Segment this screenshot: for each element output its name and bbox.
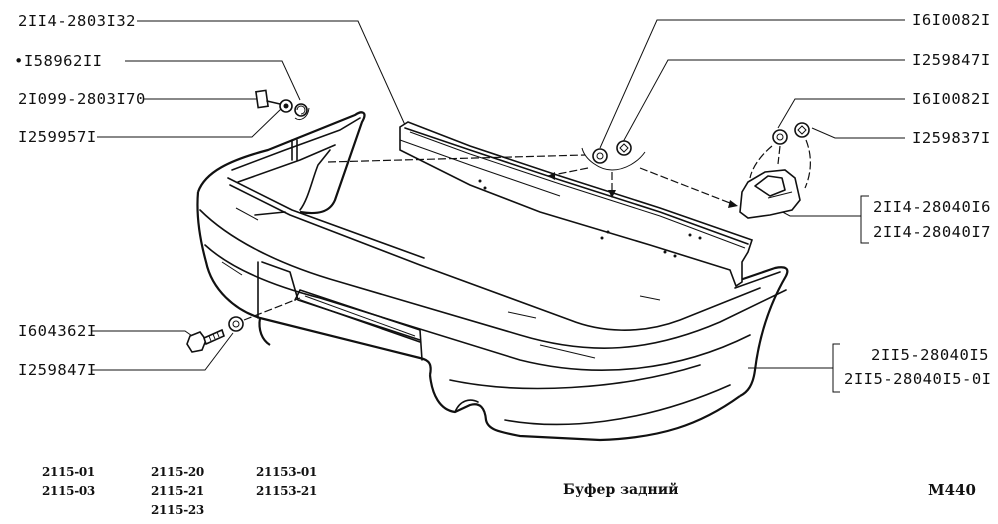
part-label-bolt: I604362I [18,322,97,340]
part-label-washer-lower: I259847I [18,361,97,379]
part-label-nut-right: I6I0082I [912,90,991,108]
part-label-bracket-2: 2II4-28040I7 [873,223,991,241]
part-label-bumper-1: 2II5-28040I5 [871,346,989,364]
model-col1-row2: 2115-03 [42,484,95,498]
model-col3-row1: 21153-01 [256,465,318,479]
part-label-nut-center: I6I0082I [912,11,991,29]
reinforcement-beam [399,121,754,288]
part-label-bumper-2: 2II5-28040I5-0I [844,370,992,388]
bumper-cover [196,111,789,442]
leader-lines-left [92,20,406,371]
mounting-bracket-right [739,122,811,219]
assembly-line-left [327,154,586,163]
model-col3-row2: 21153-21 [256,484,318,498]
model-col1-row1: 2115-01 [42,465,95,479]
model-col2-row2: 2115-21 [151,484,204,498]
part-label-washer-left: I259957I [18,128,97,146]
bolt-washer-lower [186,297,301,353]
fastener-group-left [255,89,310,121]
part-label-bracket-1: 2II4-28040I6 [873,198,991,216]
part-label-beam: 2II4-2803I32 [18,12,136,30]
model-col2-row3: 2115-23 [151,503,204,517]
nut-group-center [547,140,738,208]
diagram-title: Буфер задний [563,482,679,498]
part-label-nut-left: •I58962II [14,52,103,70]
sheet-code: M440 [928,481,976,499]
part-label-nut-left-text: I58962II [23,52,103,70]
leader-lines-right [599,19,905,393]
part-label-washer-right: I259837I [912,129,991,147]
part-label-washer-center: I259847I [912,51,991,69]
part-label-clip: 2I099-2803I70 [18,90,146,108]
bullet-marker: • [14,52,24,70]
model-col2-row1: 2115-20 [151,465,204,479]
